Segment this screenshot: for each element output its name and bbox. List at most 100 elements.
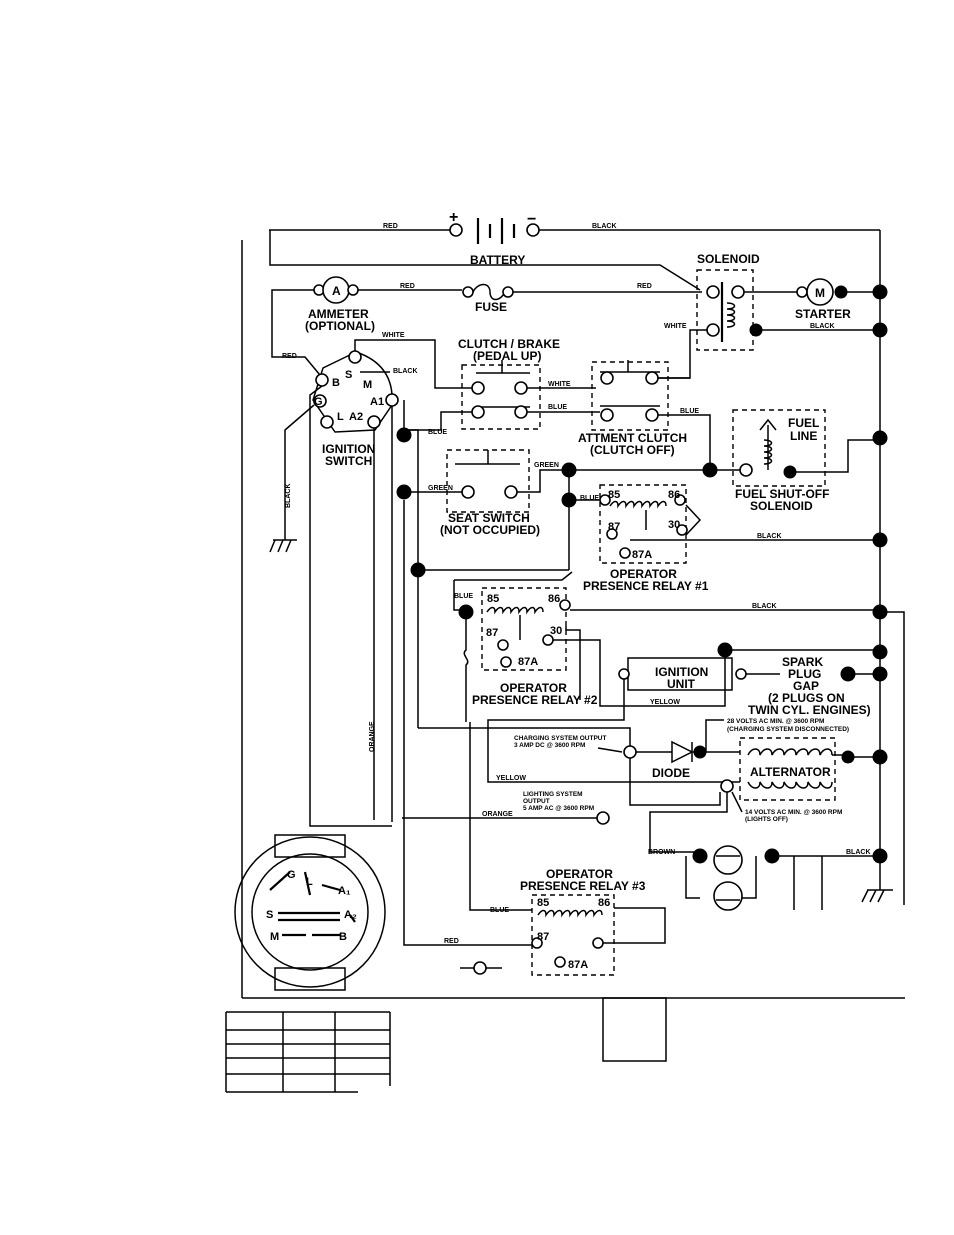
r1-85: 85 xyxy=(608,489,620,501)
ign-s: S xyxy=(345,369,352,381)
relay-2: 85 86 87 30 87A OPERATOR PRESENCE RELAY … xyxy=(453,580,880,722)
fuel-line-2: LINE xyxy=(790,429,817,443)
wire-black-r1: BLACK xyxy=(757,533,782,540)
wire-black-r2: BLACK xyxy=(752,603,777,610)
face-s: S xyxy=(266,909,273,921)
r1-86: 86 xyxy=(668,489,680,501)
wire-red-ign: RED xyxy=(282,353,297,360)
r2-87a: 87A xyxy=(518,656,538,668)
ign-unit-2: UNIT xyxy=(667,677,696,691)
r3-87a: 87A xyxy=(568,959,588,971)
starter: M STARTER BLACK xyxy=(744,278,880,331)
volts14-1: 14 VOLTS AC MIN. @ 3600 RPM xyxy=(745,809,842,816)
wire-orange: ORANGE xyxy=(482,811,513,818)
starter-symbol: M xyxy=(815,286,825,300)
battery-minus: − xyxy=(527,211,536,228)
relay2-2: PRESENCE RELAY #2 xyxy=(472,693,598,707)
wire-brown: BROWN xyxy=(648,849,675,856)
clutch-brake-note: (PEDAL UP) xyxy=(473,349,541,363)
ignition-unit: IGNITION UNIT SPARK PLUG GAP (2 PLUGS ON… xyxy=(487,642,880,783)
r1-87: 87 xyxy=(608,521,620,533)
clutch-brake-switch: CLUTCH / BRAKE (PEDAL UP) WHITE BLUE BLU… xyxy=(396,337,600,443)
starter-label: STARTER xyxy=(795,307,851,321)
relay1-2: PRESENCE RELAY #1 xyxy=(583,579,709,593)
face-m: M xyxy=(270,931,279,943)
face-a1: A₁ xyxy=(338,885,351,897)
alternator-label: ALTERNATOR xyxy=(750,765,831,779)
ammeter-label: AMMETER xyxy=(308,307,369,321)
r2-30: 30 xyxy=(550,625,562,637)
wire-red-ammeter: RED xyxy=(400,283,415,290)
wire-black-lights: BLACK xyxy=(846,849,871,856)
wire-red-r3: RED xyxy=(444,938,459,945)
wire-white-clutch: WHITE xyxy=(548,381,571,388)
empty-table xyxy=(225,1011,391,1093)
charging-system: DIODE ALTERNATOR YELLOW CHARGING SYSTEM … xyxy=(369,718,880,853)
battery: + − BATTERY RED BLACK xyxy=(269,209,880,291)
empty-box xyxy=(602,997,667,1062)
seat-note: (NOT OCCUPIED) xyxy=(440,523,540,537)
r3-86: 86 xyxy=(598,897,610,909)
face-a2: A₂ xyxy=(344,909,357,921)
attment-note: (CLUTCH OFF) xyxy=(590,443,675,457)
ign-g: G xyxy=(314,396,323,408)
fuse-label: FUSE xyxy=(475,300,507,314)
lighting-2: OUTPUT xyxy=(523,798,550,805)
seat-switch: GREEN GREEN SEAT SWITCH (NOT OCCUPIED) xyxy=(396,449,704,537)
wire-white-solenoid: WHITE xyxy=(664,323,687,330)
volts28-1: 28 VOLTS AC MIN. @ 3600 RPM xyxy=(727,718,824,725)
wire-blue-ign: BLUE xyxy=(428,429,447,436)
ign-unit-1: IGNITION xyxy=(655,665,708,679)
attment-label: ATTMENT CLUTCH xyxy=(578,431,687,445)
relay-1: 85 86 87 30 87A OPERATOR PRESENCE RELAY … xyxy=(410,470,880,593)
ign-l: L xyxy=(337,411,344,423)
volts28-2: (CHARGING SYSTEM DISCONNECTED) xyxy=(727,726,849,733)
attment-clutch-switch: ATTMENT CLUTCH (CLUTCH OFF) BLUE xyxy=(578,360,740,478)
wire-black-starter: BLACK xyxy=(810,323,835,330)
wire-red-battery: RED xyxy=(383,223,398,230)
wire-white-ign: WHITE xyxy=(382,332,405,339)
wire-blue-r2: BLUE xyxy=(454,593,473,600)
charging-note-2: 3 AMP DC @ 3600 RPM xyxy=(514,742,585,749)
fuel-solenoid: FUEL LINE FUEL SHUT-OFF SOLENOID xyxy=(732,409,880,513)
spark-5: TWIN CYL. ENGINES) xyxy=(748,703,871,717)
r2-87: 87 xyxy=(486,627,498,639)
ammeter-note: (OPTIONAL) xyxy=(305,319,375,333)
r1-87a: 87A xyxy=(632,549,652,561)
spark-2: PLUG xyxy=(788,667,821,681)
solenoid-label: SOLENOID xyxy=(697,252,760,266)
wire-blue-attment: BLUE xyxy=(680,408,699,415)
ign-b: B xyxy=(332,377,340,389)
frame xyxy=(241,240,905,999)
r2-86: 86 xyxy=(548,593,560,605)
wire-blue-r3: BLUE xyxy=(490,907,509,914)
ign-a1: A1 xyxy=(370,396,384,408)
ground-bus xyxy=(861,230,905,905)
battery-label: BATTERY xyxy=(470,253,525,267)
fuel-solenoid-2: SOLENOID xyxy=(750,499,813,513)
diode-label: DIODE xyxy=(652,766,690,780)
face-g: G xyxy=(287,869,296,881)
wire-blue-r1: BLUE xyxy=(580,495,599,502)
ign-label-2: SWITCH xyxy=(325,454,372,468)
relay-3: 85 86 87 87A OPERATOR PRESENCE RELAY #3 … xyxy=(403,500,666,976)
spark-4: (2 PLUGS ON xyxy=(768,691,845,705)
wire-yellow-alt: YELLOW xyxy=(496,775,526,782)
wire-red-fuse: RED xyxy=(637,283,652,290)
lighting-3: 5 AMP AC @ 3600 RPM xyxy=(523,805,594,812)
wire-yellow-ign: YELLOW xyxy=(650,699,680,706)
ammeter-symbol: A xyxy=(332,284,341,298)
wire-black-ign: BLACK xyxy=(393,368,418,375)
spark-1: SPARK xyxy=(782,655,823,669)
wire-orange-vert: ORANGE xyxy=(369,721,376,752)
fuel-solenoid-1: FUEL SHUT-OFF xyxy=(735,487,829,501)
wire-blue-clutch: BLUE xyxy=(548,404,567,411)
spark-3: GAP xyxy=(793,679,819,693)
ign-label-1: IGNITION xyxy=(322,442,375,456)
relay3-1: OPERATOR xyxy=(546,867,613,881)
volts14-2: (LIGHTS OFF) xyxy=(745,816,788,823)
relay1-1: OPERATOR xyxy=(610,567,677,581)
charging-note-1: CHARGING SYSTEM OUTPUT xyxy=(514,735,606,742)
wire-black-ground: BLACK xyxy=(285,484,292,509)
